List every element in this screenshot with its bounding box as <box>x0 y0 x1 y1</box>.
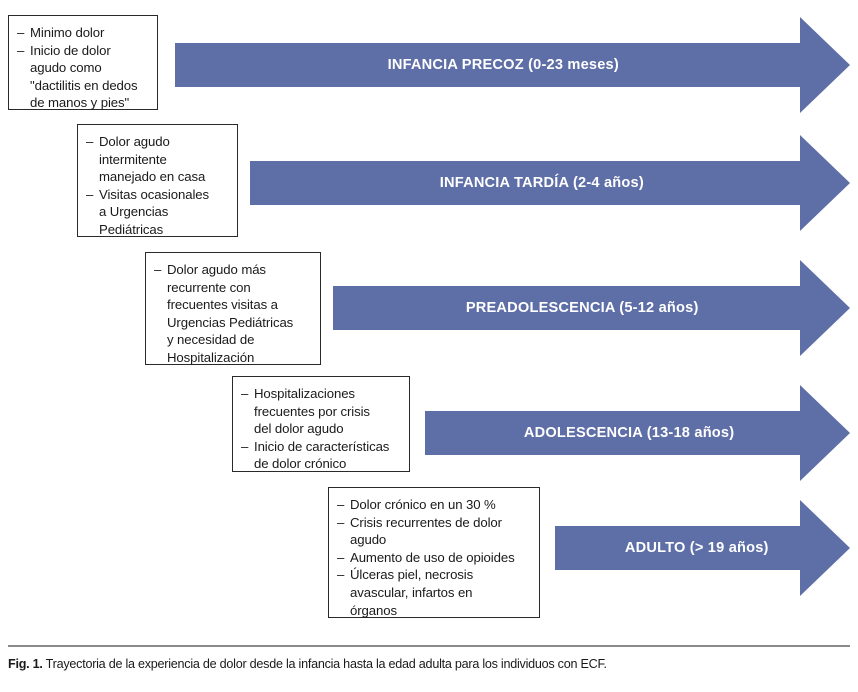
bullet-list: –Dolor crónico en un 30 % –Crisis recurr… <box>337 496 530 619</box>
bullet-text: a Urgencias <box>99 204 169 220</box>
bullet-text: Crisis recurrentes de dolor <box>350 514 502 530</box>
dash-icon: – <box>241 386 249 401</box>
bullet-text: agudo como <box>30 60 102 76</box>
caption-divider <box>8 645 850 647</box>
figure-number: Fig. 1. <box>8 657 43 671</box>
bullet-text: órganos <box>350 602 397 618</box>
arrow-infancia-precoz: INFANCIA PRECOZ (0-23 meses) <box>175 17 850 113</box>
dash-icon: – <box>17 25 25 40</box>
dash-icon: – <box>337 514 345 530</box>
arrow-shape <box>333 260 850 356</box>
bullet-text: del dolor agudo <box>254 421 344 437</box>
list-item: –Dolor agudo intermitente manejado en casa <box>86 133 228 186</box>
bullet-text: Aumento de uso de opioides <box>350 549 515 565</box>
bullet-text: Dolor agudo <box>99 134 170 149</box>
dash-icon: – <box>154 262 162 277</box>
bullet-text: Pediátricas <box>99 221 164 237</box>
dash-icon: – <box>241 438 249 454</box>
bullet-text: Inicio de características <box>254 438 390 454</box>
dash-icon: – <box>86 134 94 149</box>
dash-icon: – <box>337 497 345 512</box>
bullet-text: Úlceras piel, necrosis <box>350 567 474 583</box>
bullet-text: avascular, infartos en <box>350 584 473 600</box>
arrow-shape <box>250 135 850 231</box>
list-item: –Aumento de uso de opioides <box>337 549 530 567</box>
figure-caption: Fig. 1. Trayectoria de la experiencia de… <box>8 656 850 672</box>
bullet-text: frecuentes por crisis <box>254 403 370 419</box>
bullet-text: "dactilitis en dedos <box>30 77 138 93</box>
dash-icon: – <box>337 567 345 583</box>
callout-infancia-precoz: –Minimo dolor –Inicio de dolor agudo como… <box>8 15 158 110</box>
bullet-text: Hospitalización <box>167 349 255 365</box>
arrow-shape <box>555 500 850 596</box>
dash-icon: – <box>86 186 94 202</box>
bullet-list: –Dolor agudo más recurrente con frecuentes… <box>154 261 311 367</box>
arrow-infancia-tardia: INFANCIA TARDÍA (2-4 años) <box>250 135 850 231</box>
callout-preadolescencia: –Dolor agudo más recurrente con frecuentes… <box>145 252 321 365</box>
arrow-shape <box>175 17 850 113</box>
bullet-text: Visitas ocasionales <box>99 186 210 202</box>
bullet-text: intermitente <box>99 151 167 167</box>
arrow-adulto: ADULTO (> 19 años) <box>555 500 850 596</box>
bullet-text: y necesidad de <box>167 332 255 348</box>
arrow-adolescencia: ADOLESCENCIA (13-18 años) <box>425 385 850 481</box>
bullet-text: Urgencias Pediátricas <box>167 314 294 330</box>
list-item: –Crisis recurrentes de dolor agudo <box>337 514 530 549</box>
dash-icon: – <box>337 549 345 565</box>
list-item: –Inicio de características de dolor cróni… <box>241 438 400 473</box>
list-item: –Hospitalizaciones frecuentes por crisis d… <box>241 385 400 438</box>
callout-adulto: –Dolor crónico en un 30 % –Crisis recurr… <box>328 487 540 618</box>
list-item: –Dolor crónico en un 30 % <box>337 496 530 514</box>
arrow-preadolescencia: PREADOLESCENCIA (5-12 años) <box>333 260 850 356</box>
arrow-shape <box>425 385 850 481</box>
bullet-text: frecuentes visitas a <box>167 297 278 313</box>
list-item: –Inicio de dolor agudo como"dactilitis en… <box>17 42 148 112</box>
bullet-text: Inicio de dolor <box>30 42 111 58</box>
bullet-text: Hospitalizaciones <box>254 386 355 401</box>
caption-text: Trayectoria de la experiencia de dolor d… <box>45 657 607 671</box>
bullet-text: Dolor crónico en un 30 % <box>350 497 496 512</box>
bullet-text: de manos y pies" <box>30 95 130 111</box>
bullet-text: Dolor agudo más <box>167 262 266 277</box>
list-item: –Minimo dolor <box>17 24 148 42</box>
list-item: –Dolor agudo más recurrente con frecuentes… <box>154 261 311 367</box>
dash-icon: – <box>17 42 25 58</box>
bullet-list: –Minimo dolor –Inicio de dolor agudo como… <box>17 24 148 112</box>
bullet-text: de dolor crónico <box>254 456 347 472</box>
bullet-text: Minimo dolor <box>30 25 105 40</box>
bullet-text: recurrente con <box>167 279 251 295</box>
bullet-text: agudo <box>350 532 387 548</box>
bullet-text: manejado en casa <box>99 169 206 185</box>
